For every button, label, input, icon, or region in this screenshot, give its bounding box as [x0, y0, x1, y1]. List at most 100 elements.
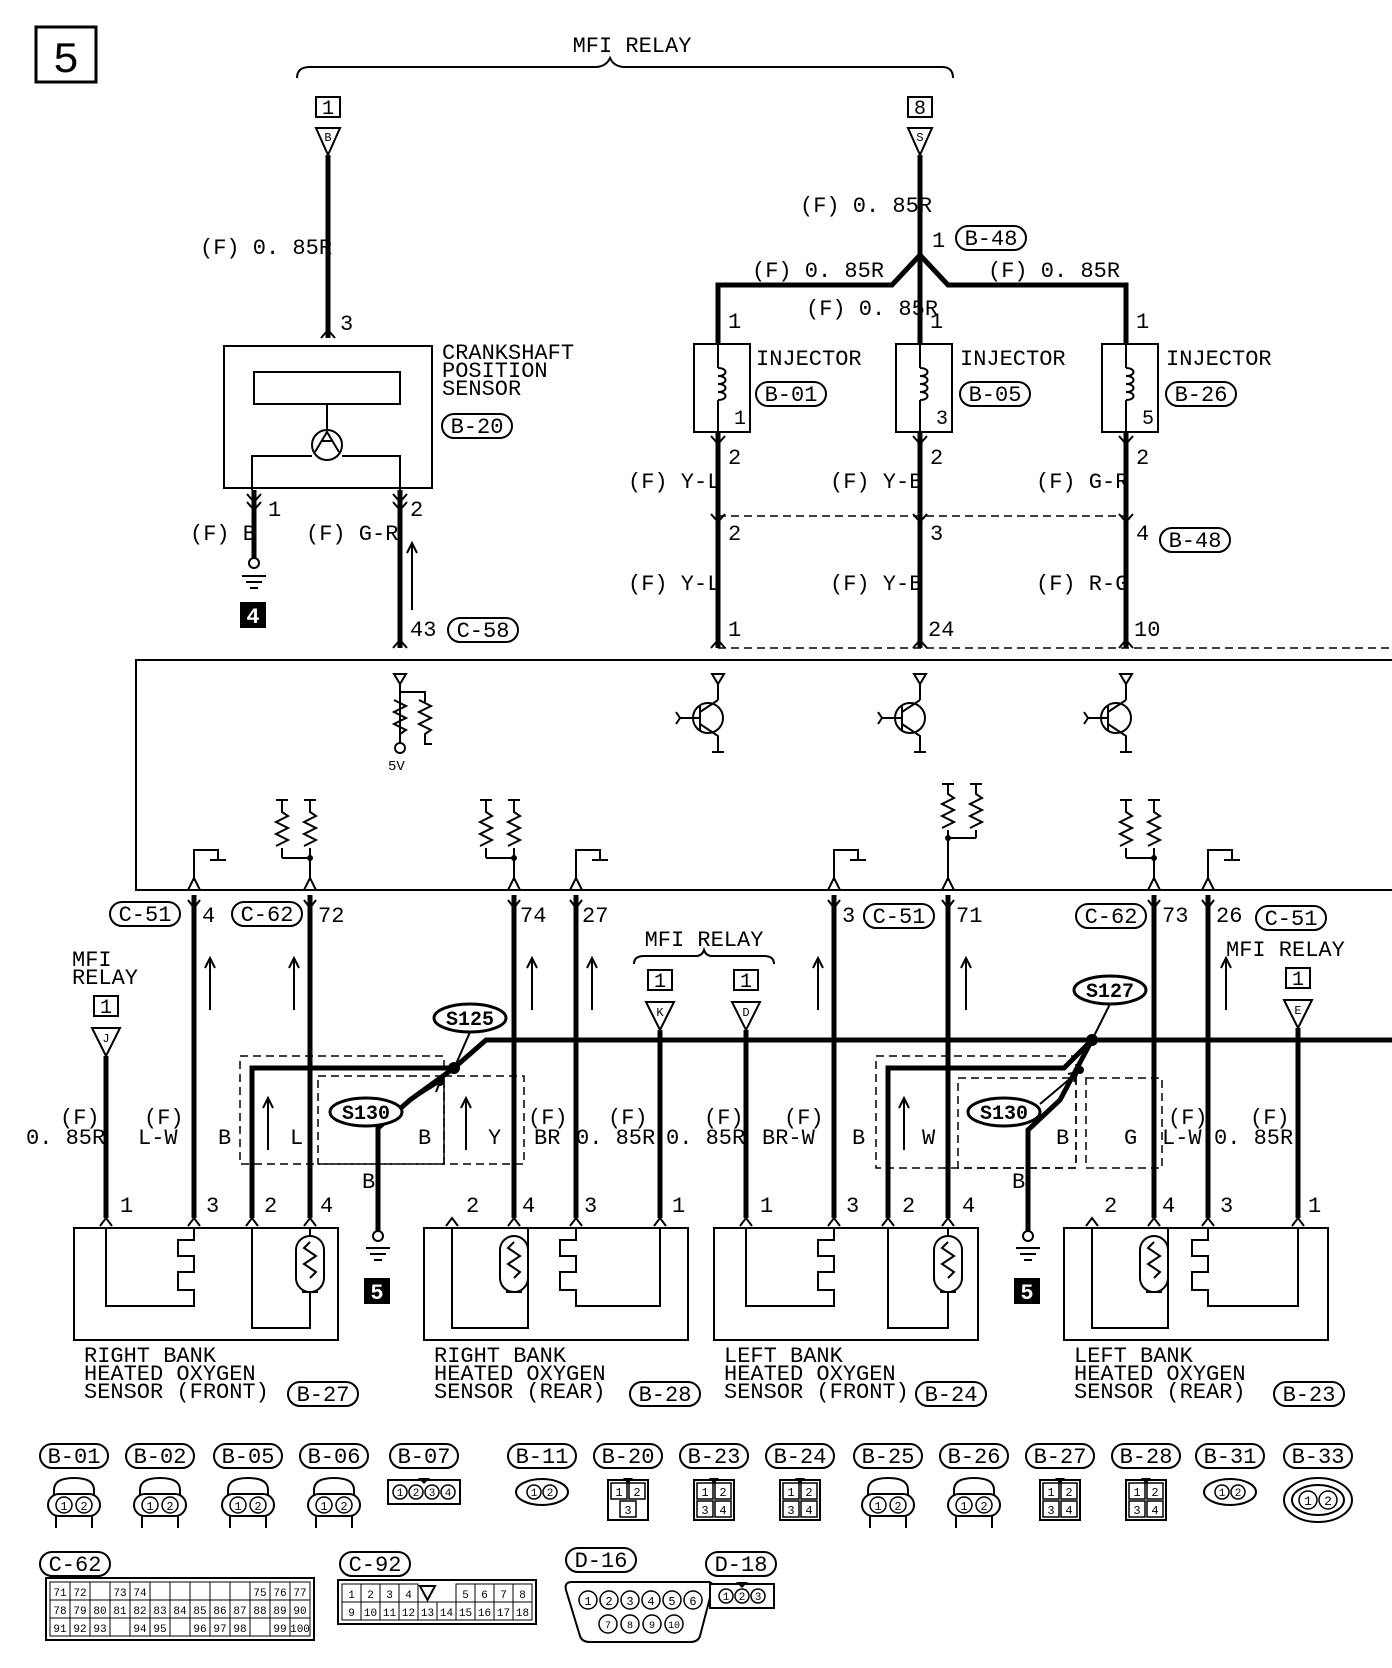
svg-text:3: 3 — [1047, 1504, 1054, 1518]
svg-text:4: 4 — [202, 904, 215, 929]
svg-text:96: 96 — [193, 1624, 206, 1636]
svg-text:8: 8 — [914, 98, 926, 121]
svg-text:1: 1 — [268, 498, 281, 523]
svg-text:94: 94 — [133, 1624, 147, 1636]
crankshaft-title-2: POSITION — [442, 359, 548, 384]
svg-text:10: 10 — [668, 1621, 680, 1632]
svg-text:92: 92 — [73, 1624, 86, 1636]
svg-text:B: B — [418, 1126, 431, 1151]
splice-s127: S127 — [1086, 981, 1134, 1004]
svg-text:3: 3 — [787, 1504, 794, 1518]
svg-text:43: 43 — [410, 618, 436, 643]
svg-text:100: 100 — [290, 1624, 310, 1636]
svg-text:BR: BR — [534, 1126, 560, 1151]
svg-text:1: 1 — [1308, 1194, 1321, 1219]
connector-label: B-11 — [516, 1445, 569, 1470]
svg-text:9: 9 — [348, 1608, 355, 1620]
svg-text:73: 73 — [1162, 904, 1188, 929]
svg-text:2: 2 — [894, 1500, 901, 1514]
svg-text:86: 86 — [213, 1606, 226, 1618]
svg-text:2: 2 — [930, 446, 943, 471]
svg-text:2: 2 — [1151, 1486, 1158, 1500]
svg-text:14: 14 — [440, 1608, 454, 1620]
mfi-relay-top: MFI RELAY — [296, 34, 954, 79]
svg-text:2: 2 — [1324, 1494, 1332, 1509]
svg-text:2: 2 — [466, 1194, 479, 1219]
svg-text:7: 7 — [605, 1621, 611, 1632]
connector-d18-label: D-18 — [715, 1553, 768, 1578]
crankshaft-circuit: (F) 0. 85R 3 CRANKSHAFT POSITION SENSOR … — [190, 155, 574, 649]
svg-text:4: 4 — [962, 1194, 975, 1219]
svg-text:RIGHT BANK: RIGHT BANK — [434, 1344, 567, 1369]
connector-c62-label: C-62 — [49, 1553, 102, 1578]
svg-text:2: 2 — [1136, 446, 1149, 471]
svg-text:(F): (F) — [1168, 1106, 1208, 1131]
svg-text:93: 93 — [93, 1624, 106, 1636]
injector-1: 1 1 INJECTOR B-01 — [693, 310, 862, 433]
svg-text:2: 2 — [805, 1486, 812, 1500]
svg-text:84: 84 — [173, 1606, 187, 1618]
relays-bottom: MFI RELAY 1 J MFI RELAY 1 K 1 D MFI RELA… — [72, 928, 1345, 1218]
svg-text:HEATED OXYGEN: HEATED OXYGEN — [84, 1362, 256, 1387]
svg-text:LEFT BANK: LEFT BANK — [724, 1344, 844, 1369]
svg-text:L-W: L-W — [138, 1126, 178, 1151]
injector-feed: (F) 0. 85R 1 B-48 (F) 0. 85R (F) 0. 85R … — [715, 155, 1129, 340]
injector-2-label: INJECTOR — [960, 347, 1066, 372]
svg-text:2: 2 — [410, 498, 423, 523]
svg-text:8: 8 — [627, 1621, 633, 1632]
svg-text:1: 1 — [320, 1500, 327, 1514]
svg-text:2: 2 — [340, 1500, 347, 1514]
svg-text:B-24: B-24 — [925, 1383, 978, 1408]
svg-text:1: 1 — [701, 1486, 708, 1500]
svg-text:11: 11 — [383, 1608, 397, 1620]
svg-text:73: 73 — [113, 1588, 126, 1600]
connector-label: B-28 — [1120, 1445, 1173, 1470]
svg-text:5V: 5V — [388, 759, 405, 775]
injector-outputs: 2 2 2 (F) Y-L (F) Y-B (F) G-R 2 3 4 B-48… — [628, 432, 1392, 649]
svg-text:82: 82 — [133, 1606, 146, 1618]
svg-text:95: 95 — [153, 1624, 166, 1636]
svg-text:B-48: B-48 — [965, 227, 1018, 252]
svg-text:3: 3 — [755, 1592, 762, 1604]
svg-text:SENSOR (FRONT): SENSOR (FRONT) — [84, 1380, 269, 1405]
svg-text:C-58: C-58 — [457, 619, 510, 644]
svg-text:4: 4 — [320, 1194, 333, 1219]
svg-text:RELAY: RELAY — [72, 966, 138, 991]
svg-text:B: B — [1012, 1170, 1025, 1195]
svg-text:1: 1 — [672, 1194, 685, 1219]
svg-text:(F) G-R: (F) G-R — [306, 522, 398, 547]
crankshaft-wire-top: (F) 0. 85R — [200, 236, 332, 261]
svg-text:76: 76 — [273, 1588, 286, 1600]
svg-text:D: D — [742, 1006, 749, 1020]
connector-label: B-24 — [774, 1445, 827, 1470]
svg-text:2: 2 — [739, 1592, 746, 1604]
injector-3-label: INJECTOR — [1166, 347, 1272, 372]
splice-s130-left: S130 — [342, 1103, 390, 1126]
svg-text:0. 85R: 0. 85R — [666, 1126, 745, 1151]
svg-text:4: 4 — [1136, 522, 1149, 547]
svg-text:3: 3 — [429, 1488, 436, 1500]
connector-label: B-07 — [398, 1445, 451, 1470]
svg-text:B-27: B-27 — [297, 1383, 350, 1408]
svg-text:2: 2 — [367, 1590, 374, 1602]
page-number: 5 — [53, 36, 79, 86]
svg-text:5: 5 — [370, 1281, 383, 1306]
svg-text:5: 5 — [668, 1595, 675, 1609]
sensor-left-bank-rear: 2 4 3 1 LEFT BANK HEATED OXYGEN SENSOR (… — [1063, 1194, 1345, 1408]
svg-text:B-05: B-05 — [969, 383, 1022, 408]
svg-text:24: 24 — [928, 618, 954, 643]
svg-text:83: 83 — [153, 1606, 166, 1618]
svg-text:5: 5 — [1020, 1281, 1033, 1306]
svg-text:3: 3 — [1133, 1504, 1140, 1518]
svg-text:2: 2 — [719, 1486, 726, 1500]
svg-text:4: 4 — [1162, 1194, 1175, 1219]
svg-text:(F): (F) — [60, 1106, 100, 1131]
svg-text:17: 17 — [497, 1608, 510, 1620]
svg-text:LEFT BANK: LEFT BANK — [1074, 1344, 1194, 1369]
svg-text:81: 81 — [113, 1606, 127, 1618]
svg-text:J: J — [102, 1032, 109, 1046]
